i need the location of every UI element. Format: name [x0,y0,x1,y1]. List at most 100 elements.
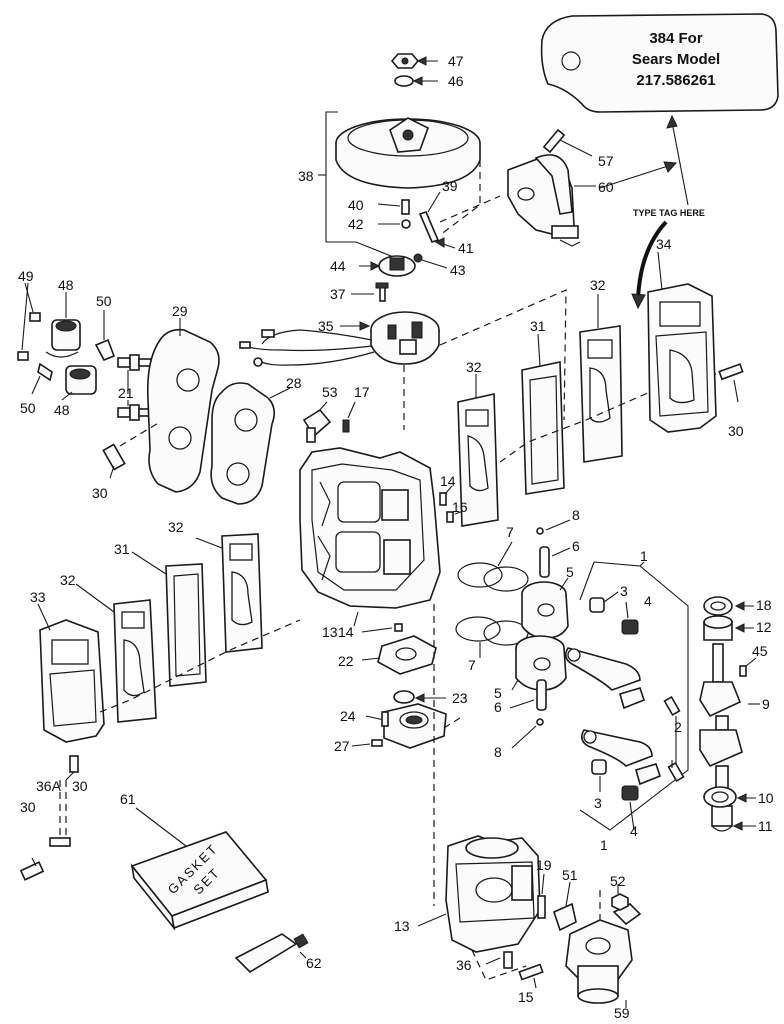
part-number-38: 38 [298,168,314,184]
part-number-4: 4 [644,593,652,609]
part-number-5: 5 [566,564,574,580]
piston-rings [455,562,529,646]
part-number-50: 50 [20,400,36,416]
part-number-14: 14 [338,624,354,640]
coil-clip-screws [17,312,41,361]
part-number-60: 60 [598,179,614,195]
part-number-3: 3 [594,795,602,811]
stator-assembly [370,311,440,365]
part-number-48: 48 [58,277,74,293]
part-number-13: 13 [394,918,410,934]
part-number-36: 36 [456,957,472,973]
part-number-4: 4 [630,823,638,839]
part-number-37: 37 [330,286,346,302]
part-number-39: 39 [442,178,458,194]
arrow-head-icon [666,114,678,129]
part-number-6: 6 [572,538,580,554]
part-number-43: 43 [450,262,466,278]
part-number-24: 24 [340,708,356,724]
part-number-1: 1 [640,548,648,564]
part-number-35: 35 [318,318,334,334]
part-number-49: 49 [18,268,34,284]
lubricant-tube [234,933,309,974]
crank-lower-bearing [703,786,737,808]
arrow-head-icon [663,161,678,173]
part-number-16: 16 [452,499,468,515]
part-number-34: 34 [656,236,672,252]
part-number-61: 61 [120,791,136,807]
spark-plug [117,354,152,421]
part-number-32: 32 [168,519,184,535]
part-number-59: 59 [614,1005,630,1021]
part-number-30: 30 [20,799,36,815]
part-number-1: 1 [600,837,608,853]
model-tag: 384 For Sears Model 217.586261 [540,13,779,113]
part-number-31: 31 [114,541,130,557]
carburetor-gasket [553,902,577,932]
piston-upper [521,581,569,639]
cylinder-block [299,447,441,609]
part-number-51: 51 [562,867,578,883]
tag-line-2: Sears Model [632,51,720,68]
part-number-10: 10 [758,790,774,806]
type-tag-note: TYPE TAG HERE [633,208,705,218]
part-number-8: 8 [494,744,502,760]
crankshaft [699,643,743,827]
part-number-15: 15 [518,989,534,1005]
part-number-19: 19 [536,857,552,873]
part-number-53: 53 [322,384,338,400]
part-number-52: 52 [610,873,626,889]
part-number-32: 32 [590,277,606,293]
part-number-17: 17 [354,384,370,400]
tag-pointer-line [671,121,689,206]
part-number-28: 28 [286,375,302,391]
bearing-cage-housing [383,703,447,749]
part-number-46: 46 [448,73,464,89]
magneto-cam [378,255,416,277]
part-number-57: 57 [598,153,614,169]
part-number-44: 44 [330,258,346,274]
part-number-6: 6 [494,699,502,715]
part-number-5: 5 [494,685,502,701]
part-number-14: 14 [440,473,456,489]
part-number-62: 62 [306,955,322,971]
part-number-47: 47 [448,53,464,69]
part-number-7: 7 [506,524,514,540]
part-number-12: 12 [756,619,772,635]
part-number-9: 9 [762,696,770,712]
part-number-8: 8 [572,507,580,523]
part-number-30: 30 [728,423,744,439]
tag-hole-icon [561,51,581,71]
head-gasket [210,382,276,505]
part-number-23: 23 [452,690,468,706]
crankcase-lower [445,835,541,953]
carburetor [565,903,642,1004]
tag-line-3: 217.586261 [636,72,715,89]
gasket-set-box: GASKET SET [130,831,269,931]
part-number-29: 29 [172,303,188,319]
part-number-21: 21 [118,385,134,401]
ignition-coil-lower [65,365,97,395]
part-number-22: 22 [338,653,354,669]
part-number-36a: 36A [36,778,62,794]
piston-lower [515,635,567,691]
connecting-rod-lower [580,729,661,786]
part-number-45: 45 [752,643,768,659]
swivel-bracket [507,154,581,247]
cylinder-head-cover [146,328,220,493]
part-number-32: 32 [60,572,76,588]
transfer-plate [521,361,565,495]
flywheel [335,117,481,189]
part-number-27: 27 [334,738,350,754]
part-number-31: 31 [530,318,546,334]
part-number-13: 13 [322,624,338,640]
tag-line-1: 384 For [649,30,703,47]
ignition-coil [45,319,81,358]
arrow-head-icon [631,293,646,310]
part-number-33: 33 [30,589,46,605]
part-number-48: 48 [54,402,70,418]
part-number-50: 50 [96,293,112,309]
part-number-30: 30 [92,485,108,501]
